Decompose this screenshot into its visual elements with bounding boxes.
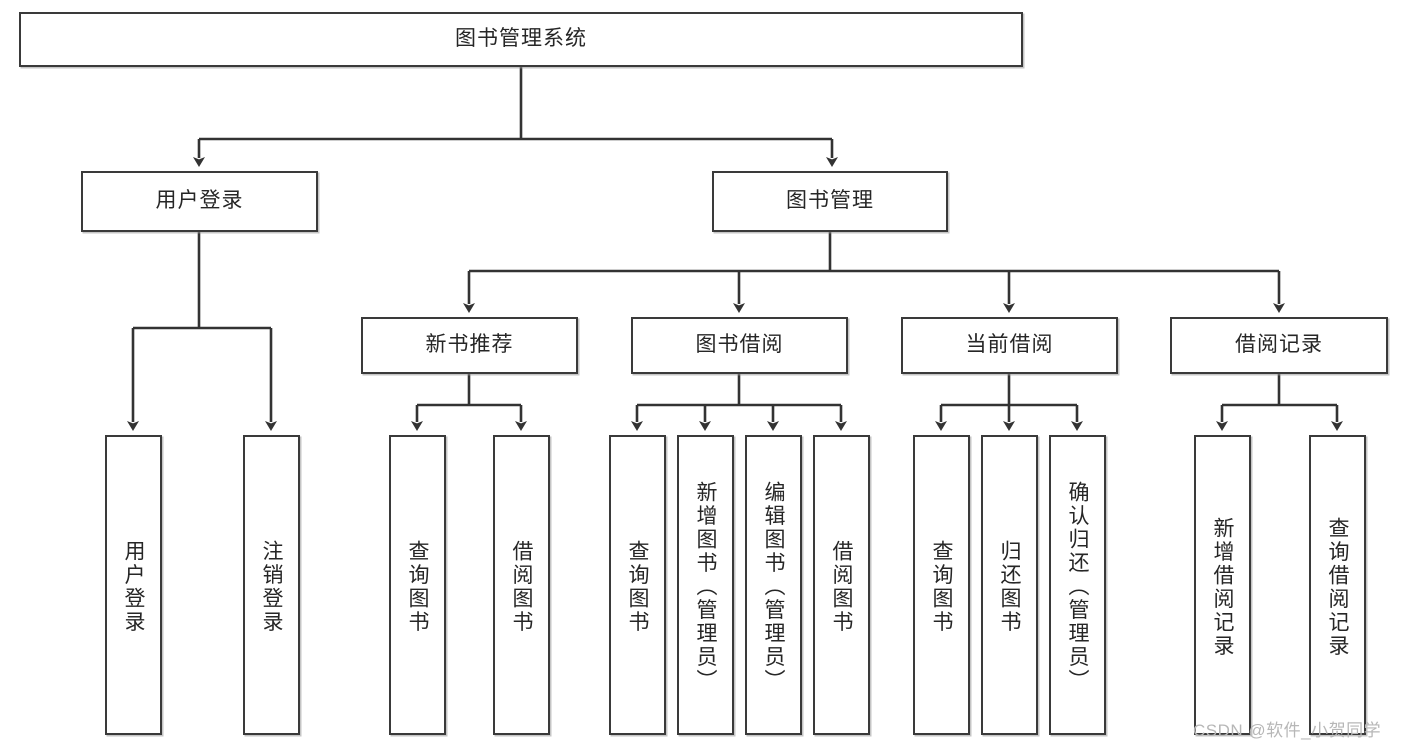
node-root[interactable]: 图书管理系统 — [19, 12, 1023, 67]
node-root-label: 图书管理系统 — [455, 27, 587, 51]
leaf-query-book-2[interactable]: 查询图书 — [609, 435, 666, 735]
node-book-borrow-label: 图书借阅 — [695, 333, 784, 357]
leaf-add-record-label: 新增借阅记录 — [1211, 516, 1234, 658]
node-new-book-rec[interactable]: 新书推荐 — [361, 317, 578, 374]
leaf-query-record[interactable]: 查询借阅记录 — [1309, 435, 1366, 735]
leaf-confirm-return[interactable]: 确认归还（管理员） — [1049, 435, 1106, 735]
leaf-return-book[interactable]: 归还图书 — [981, 435, 1038, 735]
node-book-manage-label: 图书管理 — [786, 189, 874, 213]
leaf-user-login-label: 用户登录 — [122, 540, 145, 634]
leaf-borrow-book-2[interactable]: 借阅图书 — [813, 435, 870, 735]
leaf-borrow-book-1[interactable]: 借阅图书 — [493, 435, 550, 735]
leaf-confirm-return-label: 确认归还（管理员） — [1066, 481, 1089, 693]
leaf-logout-login[interactable]: 注销登录 — [243, 435, 300, 735]
leaf-query-book-3[interactable]: 查询图书 — [913, 435, 970, 735]
leaf-borrow-book-1-label: 借阅图书 — [510, 540, 533, 634]
leaf-query-book-3-label: 查询图书 — [930, 540, 953, 634]
leaf-add-book-label: 新增图书（管理员） — [694, 481, 717, 693]
node-user-login[interactable]: 用户登录 — [81, 171, 318, 232]
leaf-borrow-book-2-label: 借阅图书 — [830, 540, 853, 634]
leaf-edit-book-label: 编辑图书（管理员） — [762, 481, 785, 693]
leaf-query-book-1[interactable]: 查询图书 — [389, 435, 446, 735]
leaf-add-record[interactable]: 新增借阅记录 — [1194, 435, 1251, 735]
leaf-query-record-label: 查询借阅记录 — [1326, 516, 1349, 658]
csdn-watermark: CSDN @软件_小贺同学 — [1193, 721, 1382, 740]
leaf-add-book[interactable]: 新增图书（管理员） — [677, 435, 734, 735]
node-book-manage[interactable]: 图书管理 — [712, 171, 948, 232]
node-user-login-label: 用户登录 — [155, 189, 244, 213]
leaf-query-book-2-label: 查询图书 — [626, 540, 649, 634]
leaf-user-login[interactable]: 用户登录 — [105, 435, 162, 735]
leaf-logout-login-label: 注销登录 — [260, 540, 283, 634]
leaf-return-book-label: 归还图书 — [998, 540, 1021, 634]
leaf-edit-book[interactable]: 编辑图书（管理员） — [745, 435, 802, 735]
node-book-borrow[interactable]: 图书借阅 — [631, 317, 848, 374]
node-current-borrow-label: 当前借阅 — [965, 333, 1054, 357]
node-borrow-record-label: 借阅记录 — [1235, 333, 1323, 357]
leaf-query-book-1-label: 查询图书 — [406, 540, 429, 634]
node-new-book-rec-label: 新书推荐 — [425, 333, 514, 357]
node-borrow-record[interactable]: 借阅记录 — [1170, 317, 1388, 374]
node-current-borrow[interactable]: 当前借阅 — [901, 317, 1118, 374]
